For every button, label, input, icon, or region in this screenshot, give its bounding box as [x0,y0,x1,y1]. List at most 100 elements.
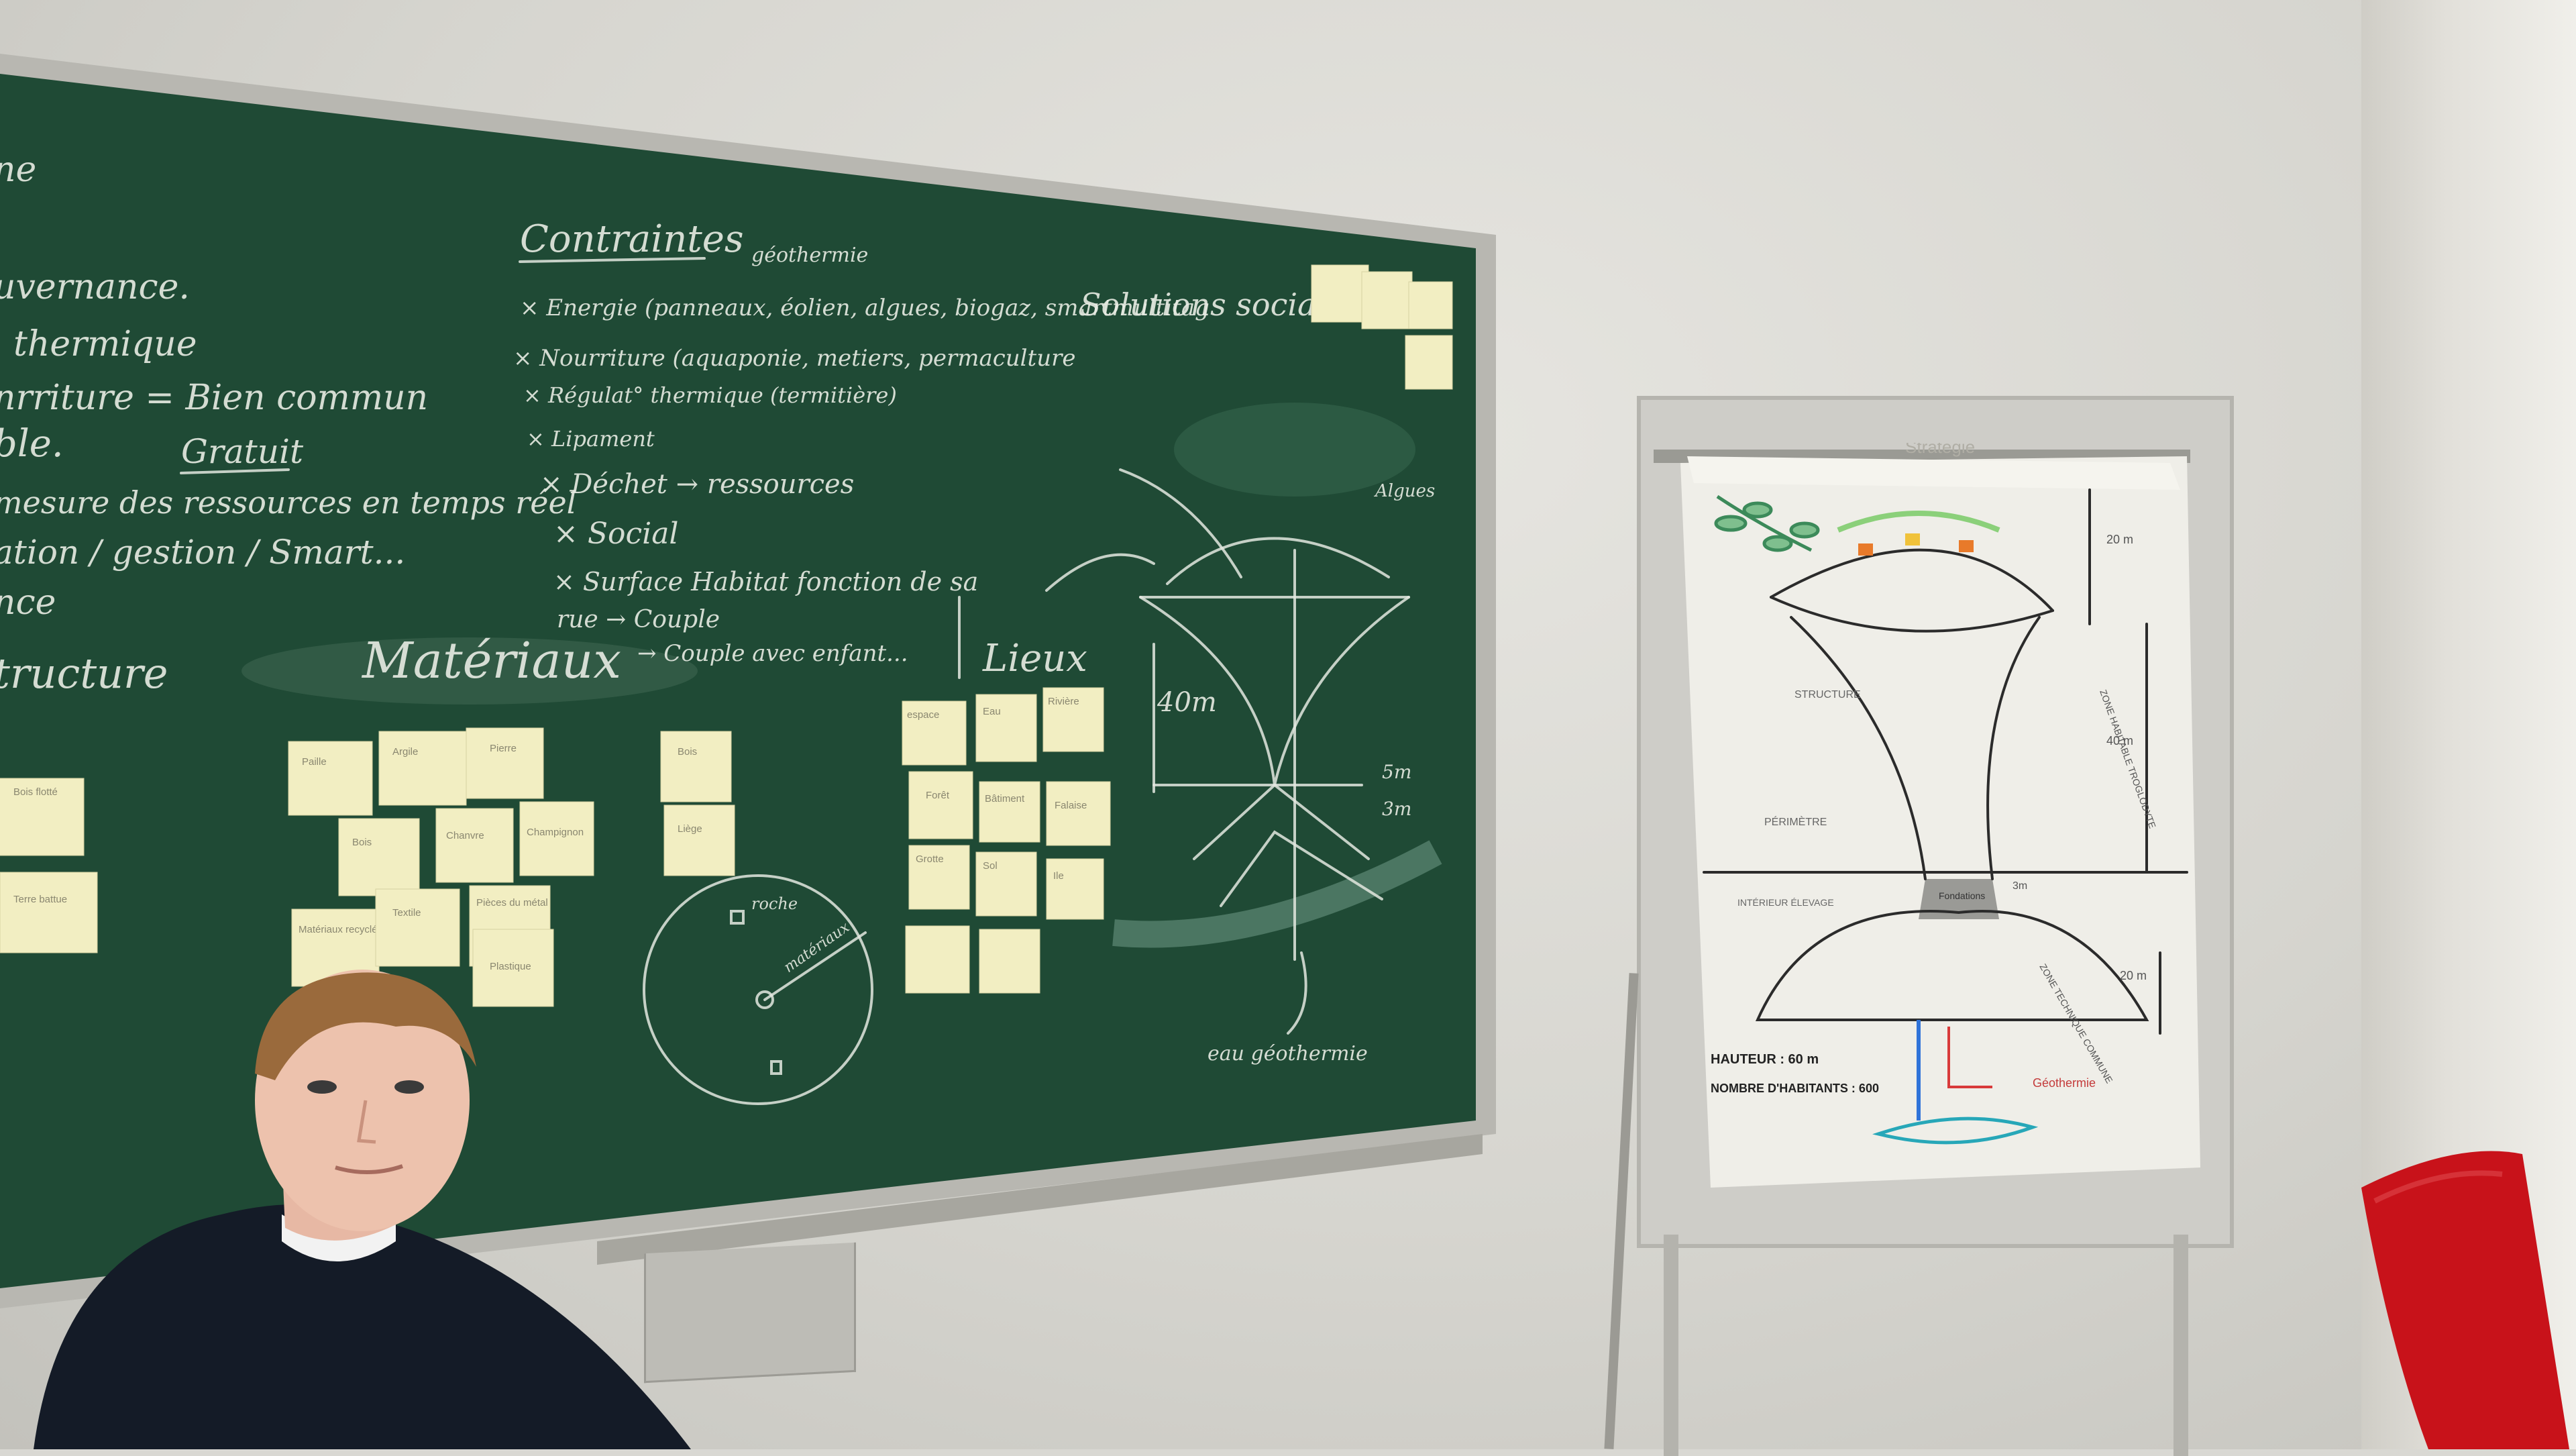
svg-text:Plastique: Plastique [490,961,531,972]
chalk-line-9: tructure [0,649,168,698]
sticky-note: Champignon [519,801,594,876]
contrainte-8: rue → Couple [557,606,720,633]
gratuit-label: Gratuit [181,432,304,471]
sticky-note: Rivière [1042,687,1104,752]
flipchart-height-mid: 40 m [2106,734,2133,747]
sticky-note: Forêt [908,771,973,839]
perimetre-label: PÉRIMÈTRE [1764,815,1827,828]
svg-text:Chanvre: Chanvre [446,830,484,841]
hair [255,972,476,1080]
fondations-label: Fondations [1939,890,1985,901]
svg-text:Terre battue: Terre battue [13,894,67,905]
svg-text:Pièces du métal: Pièces du métal [476,897,548,908]
easel-leg-right [2174,1235,2188,1456]
sticky-note [1405,335,1453,390]
top-dome [1770,548,2054,612]
contrainte-6: × Social [553,517,679,551]
sticky-note: Bois [338,818,420,896]
svg-text:Matériaux recyclés: Matériaux recyclés [299,924,382,935]
svg-text:Paille: Paille [302,756,327,768]
hauteur-label: HAUTEUR : 60 m [1711,1052,1819,1067]
svg-text:Argile: Argile [392,746,418,758]
sticky-note [1361,271,1413,329]
tower-body [1790,616,1927,880]
sticky-note: Terre battue [0,872,98,953]
svg-text:Textile: Textile [392,907,421,919]
contrainte-4: × Lipament [527,426,655,452]
svg-text:Eau: Eau [983,706,1001,717]
chalk-line-2: uvernance. [0,267,190,307]
chalk-line-3: thermique [13,324,197,364]
materiaux-heading: Matériaux [361,632,621,690]
interieur-label: INTÉRIEUR ÉLEVAGE [1737,897,1834,908]
vine-drawing [1714,495,1820,552]
flipchart-dim-3m: 3m [2012,880,2027,892]
svg-text:Forêt: Forêt [926,790,950,801]
sticky-note: espace [902,700,967,766]
geothermie-top: géothermie [751,244,868,267]
chalk-line-4: nrriture = Bien commun [0,378,428,418]
sticky-note [1311,264,1369,323]
chalk-line-1: ne [0,150,36,190]
contrainte-1: × Energie (panneaux, éolien, algues, bio… [520,295,1210,321]
flipchart-height-top: 20 m [2106,533,2133,546]
svg-text:Champignon: Champignon [527,827,584,838]
height-40m: 40m [1157,687,1217,718]
sticky-note: Textile [375,888,460,967]
sticky-note: Sol [975,851,1037,917]
red-chair [2361,1151,2569,1449]
contrainte-7: × Surface Habitat fonction de sa [553,567,978,596]
contrainte-2: × Nourriture (aquaponie, metiers, permac… [513,345,1075,372]
svg-text:Falaise: Falaise [1055,800,1087,811]
svg-text:Grotte: Grotte [916,853,944,865]
chalk-line-5: ble. [0,422,64,466]
sticky-note: Pierre [466,727,544,799]
sticky-note: Liège [663,804,735,876]
chalk-line-8: nce [0,582,56,623]
dim-3m: 3m [1382,798,1411,820]
circle-sketch [643,874,873,1105]
svg-text:Liège: Liège [678,823,702,835]
sticky-note: Bois flotté [0,778,85,856]
sweater [34,1204,691,1449]
svg-text:Bois: Bois [352,837,372,848]
svg-text:Sol: Sol [983,860,998,872]
dim-5m: 5m [1382,761,1411,783]
svg-text:Bois flotté: Bois flotté [13,786,58,798]
svg-text:Bois: Bois [678,746,697,758]
contrainte-3: × Régulat° thermique (termitière) [523,382,897,408]
svg-text:Pierre: Pierre [490,743,517,754]
sticky-note: Argile [378,731,467,806]
sticky-note: Bâtiment [979,781,1040,843]
sticky-note: Ile [1046,858,1104,920]
chalk-writing: ne uvernance. thermique nrriture = Bien … [0,150,1435,1105]
sticky-note: Eau [975,694,1037,762]
person [34,970,691,1449]
tower-chalk-sketch [1045,468,1410,1035]
circle-label-1: roche [751,894,798,913]
bottom-dome [1755,910,2149,1021]
sticky-note [1408,281,1453,329]
sticky-note: Paille [288,741,373,816]
flipchart-paper: Stratégie 20 m 40 m 20 m 3m ZONE HABITAB… [1680,443,2200,1188]
contrainte-5: × Déchet → ressources [540,469,854,500]
flipchart-height-bottom: 20 m [2120,969,2147,982]
svg-text:espace: espace [907,709,939,721]
sticky-note: Bois [660,731,732,802]
svg-text:Bâtiment: Bâtiment [985,793,1025,804]
contrainte-9: → Couple avec enfant... [637,640,908,667]
sticky-note: Plastique [472,929,554,1007]
chalk-line-7: ation / gestion / Smart... [0,533,405,572]
flipchart-header: Stratégie [1905,443,1975,457]
geothermie-label: Géothermie [2033,1076,2096,1090]
sticky-note: Chanvre [435,808,514,883]
sticky-note: Grotte [908,845,970,910]
sticky-notes: Bois flotté Terre battue Paille Argile P… [0,264,1453,1007]
structure-label: STRUCTURE [1794,689,1861,700]
chalk-line-6: mesure des ressources en temps réel [0,484,576,521]
algues-label: Algues [1374,481,1435,501]
svg-text:Ile: Ile [1053,870,1064,882]
easel-leg-left [1664,1235,1678,1456]
sticky-note: Falaise [1046,781,1111,846]
contraintes-title: Contraintes [520,217,744,261]
